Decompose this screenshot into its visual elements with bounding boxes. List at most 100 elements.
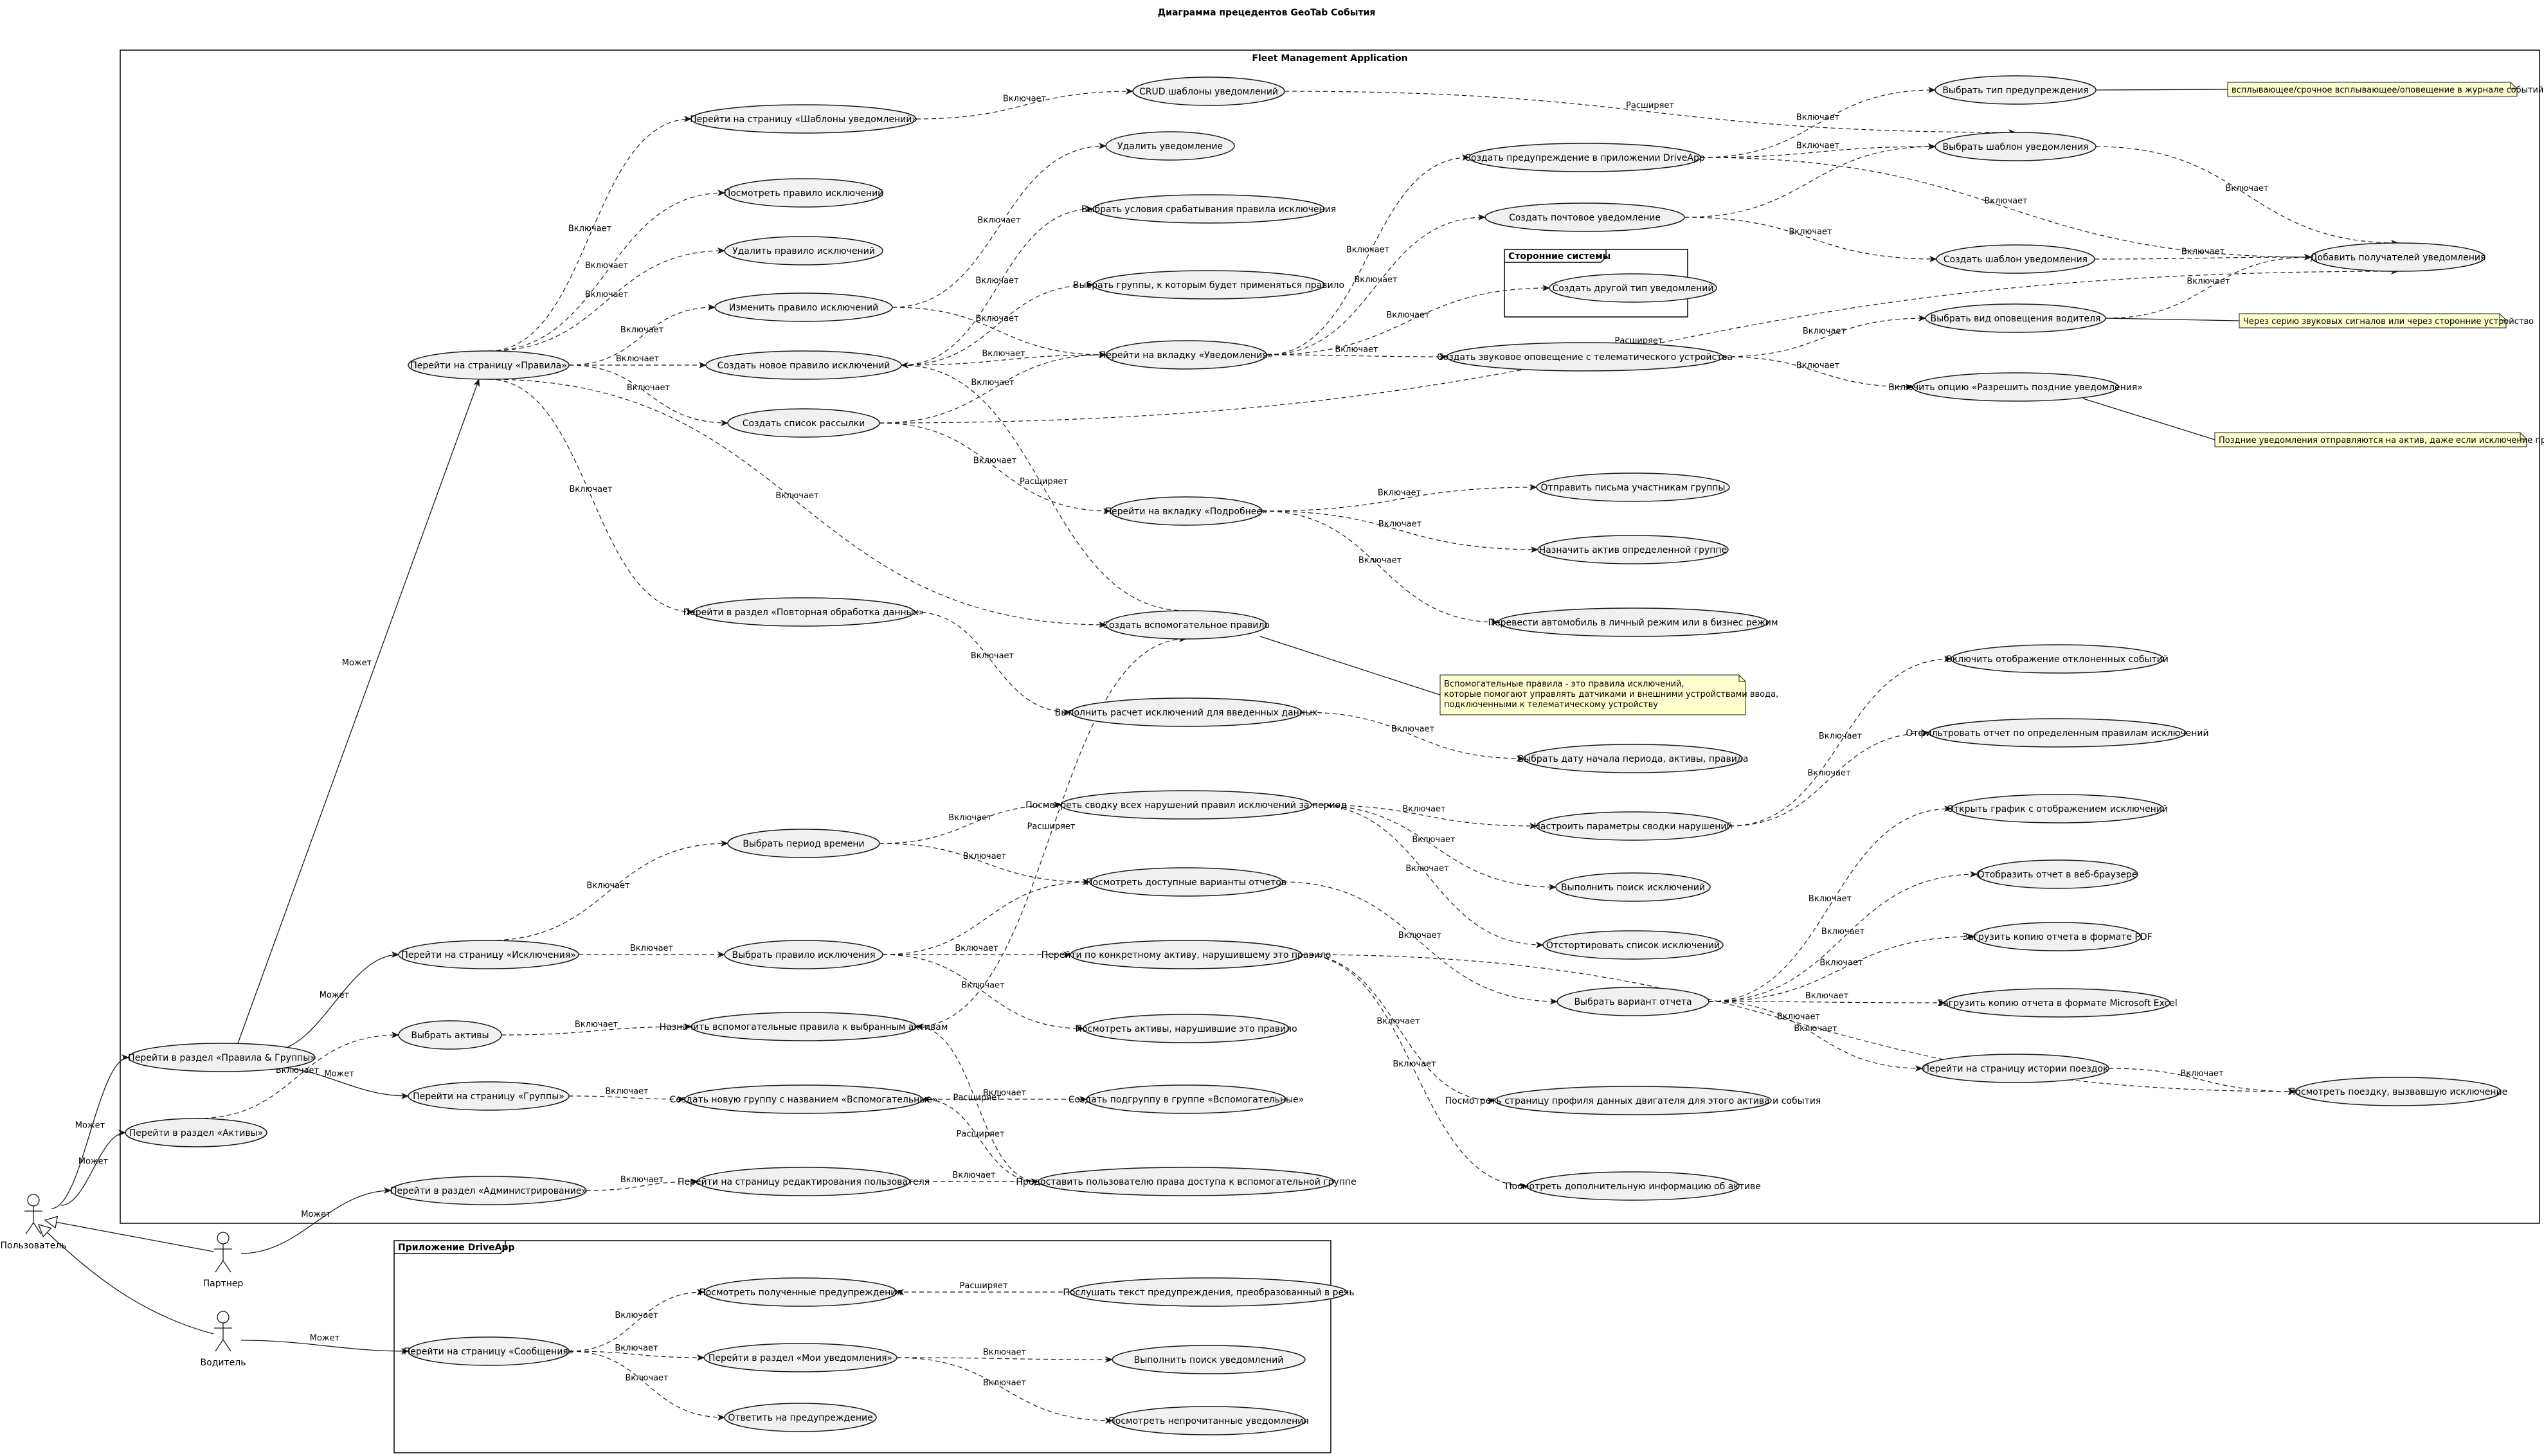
use-case-shape	[1973, 922, 2142, 951]
use-case-crud-templates: CRUD шаблоны уведомлений	[1132, 76, 1285, 106]
view_violations_summary-to-search_exceptions	[1311, 804, 1556, 890]
use-case-assign-aux-rules: Назначить вспомогательные правила к выбр…	[660, 1012, 948, 1041]
use-case-switch-vehicle-mode: Перевести автомобиль в личный режим или …	[1488, 607, 1778, 637]
use-case-label: Создать новую группу с названием «Вспомо…	[670, 1095, 938, 1105]
diagram-title: Диаграмма прецедентов GeoTab События	[1158, 8, 1376, 18]
use-case-label: Создать другой тип уведомлений	[1553, 283, 1714, 294]
edge-label-include: Включает	[620, 1175, 664, 1185]
use-case-edit-user-page: Перейти на страницу редактирования польз…	[678, 1167, 930, 1196]
edge-label-include: Включает	[952, 1171, 996, 1180]
use-case-my-notifications-section: Перейти в раздел «Мои уведомления»	[703, 1343, 898, 1372]
use-case-label: Отфильтровать отчет по определенным прав…	[1906, 728, 2208, 739]
edge-label-include: Включает	[975, 314, 1019, 324]
use-case-select-trigger-conditions: Выбрать условия срабатывания правила иск…	[1081, 194, 1336, 224]
edge-label-can: Может	[310, 1334, 340, 1344]
edge-label-can: Может	[342, 658, 372, 668]
actor-driver: Водитель	[201, 1311, 246, 1368]
edge-label-include: Включает	[1821, 927, 1865, 937]
notifications_tab-to-create_email_notification	[1266, 214, 1486, 355]
select_driver_alert-to-add_recipients	[2105, 254, 2312, 319]
partner-generalizes-user	[45, 1220, 214, 1252]
use-case-label: Перейти в раздел «Мои уведомления»	[708, 1353, 892, 1363]
use-case-label: Выполнить поиск уведомлений	[1134, 1355, 1284, 1365]
use-case-messages-page: Перейти на страницу «Сообщения»	[404, 1336, 573, 1366]
select_period-to-view_report_options	[879, 843, 1090, 885]
use-case-open-chart: Открыть график с отображением исключений	[1947, 794, 2168, 823]
exceptions_page-to-select_period	[488, 840, 728, 941]
edge-label-include: Включает	[1819, 958, 1863, 968]
use-case-label: Выполнить поиск исключений	[1561, 883, 1705, 893]
use-case-shape	[1951, 644, 2164, 674]
use-case-shape	[1537, 535, 1729, 564]
use-case-delete-exception-rule: Удалить правило исключений	[724, 236, 883, 265]
actor-driver-label: Водитель	[201, 1358, 246, 1368]
edge-label-include: Включает	[1777, 1012, 1821, 1022]
use-case-label: Добавить получателей уведомления	[2311, 253, 2486, 263]
edge-label-include: Включает	[586, 881, 630, 891]
create_exception_rule-to-select_trigger_conditions	[901, 206, 1094, 366]
edge-label-include: Включает	[1354, 275, 1398, 285]
use-case-assets-section: Перейти в раздел «Активы»	[125, 1118, 267, 1147]
edge-label-include: Включает	[615, 1311, 658, 1320]
use-case-label: Выбрать правило исключения	[732, 950, 875, 960]
edge-label-can: Может	[78, 1157, 109, 1167]
select_assets-to-assign_aux_rules	[501, 1023, 692, 1036]
use-case-label: Удалить уведомление	[1117, 141, 1223, 152]
use-case-listen-warning: Послушать текст предупреждения, преобраз…	[1063, 1277, 1355, 1307]
create_mailing_list-to-notifications_tab	[879, 352, 1106, 424]
create_aux_rule-to-create_exception_rule	[901, 362, 1187, 611]
edge-label-extend: Расширяет	[1027, 822, 1076, 832]
create_mailing_list-to-details_tab	[879, 422, 1111, 514]
use-case-view-exception-rule: Посмотреть правило исключений	[724, 178, 883, 208]
edge-label-extend: Расширяет	[957, 1129, 1005, 1139]
use-case-shape	[398, 940, 579, 969]
use-case-label: Посмотреть дополнительную информацию об …	[1505, 1182, 1761, 1192]
use-case-shape	[1089, 867, 1283, 897]
use-case-shape	[1112, 1406, 1306, 1435]
use-case-label: Создать почтовое уведомление	[1509, 213, 1661, 223]
edge-label-include: Включает	[1807, 769, 1851, 778]
use-case-label: Выбрать вид оповещения водителя	[1931, 314, 2101, 324]
use-case-shape	[1083, 1014, 1290, 1043]
edge-label-include: Включает	[1789, 228, 1832, 237]
edge-label-include: Включает	[973, 456, 1017, 466]
note-popup-text: всплывающее/срочное всплывающее/оповещен…	[2232, 85, 2543, 95]
use-case-label: Посмотреть полученные предупреждения	[699, 1288, 902, 1298]
rules-groups-to-rules-page	[237, 379, 480, 1044]
edge-label-include: Включает	[2225, 184, 2269, 193]
use-case-label: Посмотреть активы, нарушившие это правил…	[1075, 1024, 1297, 1034]
edge-label-include: Включает	[1796, 113, 1840, 123]
use-case-view-asset-info: Посмотреть дополнительную информацию об …	[1505, 1171, 1761, 1201]
use-case-shape	[1070, 697, 1303, 727]
use-case-label: Перейти на страницу истории поездок	[1923, 1064, 2109, 1074]
use-case-calc-exceptions: Выполнить расчет исключений для введенны…	[1055, 697, 1317, 727]
edge-label-include: Включает	[1003, 94, 1047, 104]
use-case-shape	[703, 1343, 898, 1372]
edge-label-include: Включает	[568, 224, 612, 234]
use-case-create-other-notification: Создать другой тип уведомлений	[1549, 273, 1717, 303]
select_report_option-to-trip_history_page	[1708, 1001, 1923, 1072]
use-case-select-report-option: Выбрать вариант отчета	[1556, 987, 1710, 1016]
edge-label-include: Включает	[982, 349, 1025, 359]
use-cases: Перейти на страницу «Шаблоны уведомлений…	[125, 75, 2507, 1435]
use-case-shape	[1092, 270, 1325, 300]
edge-label-include: Включает	[1809, 894, 1852, 904]
use-case-label: Включить отображение отклоненных событий	[1946, 654, 2169, 665]
driver-to-messages	[240, 1340, 409, 1354]
edge-label-include: Включает	[1378, 489, 1421, 498]
use-case-shape	[1936, 244, 2095, 274]
use-case-details-tab: Перейти на вкладку «Подробнее»	[1105, 496, 1268, 526]
use-case-shape	[1038, 1167, 1335, 1196]
use-case-label: Назначить актив определенной группе	[1539, 545, 1727, 555]
note-popup-connector	[2095, 89, 2228, 91]
use-case-shape	[1497, 607, 1769, 637]
actor-user-label: Пользователь	[0, 1241, 66, 1251]
use-case-shape	[1935, 132, 2097, 161]
go_to_asset-to-view_asset_info	[1301, 954, 1528, 1189]
edge-label-include: Включает	[1398, 931, 1442, 940]
reprocess_section-to-calc_exceptions	[914, 611, 1071, 715]
edge-label-include: Включает	[2181, 247, 2225, 257]
use-case-shape	[1110, 496, 1263, 526]
use-case-label: Перейти на страницу редактирования польз…	[678, 1177, 930, 1187]
